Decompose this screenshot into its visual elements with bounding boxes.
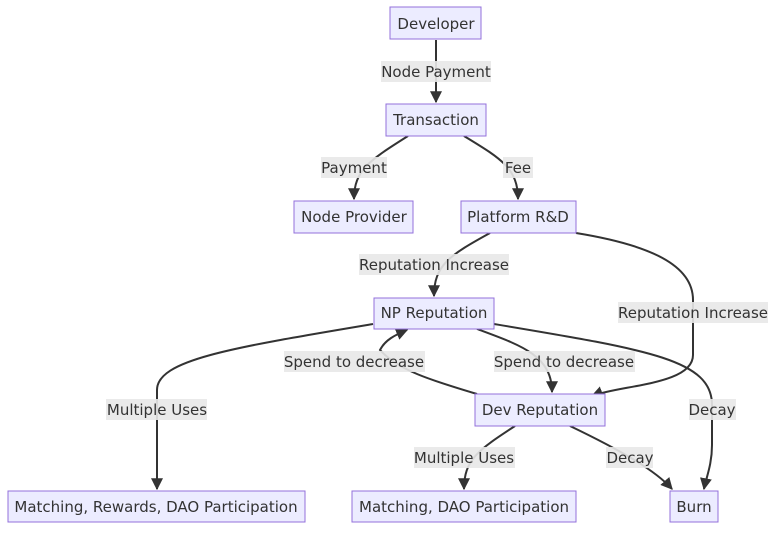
edge-np-reputation-matching-rewards bbox=[151, 323, 374, 491]
node-label: Matching, Rewards, DAO Participation bbox=[14, 498, 297, 516]
edge-label-multiple-uses-np: Multiple Uses bbox=[106, 399, 207, 420]
edge-np-reputation-burn bbox=[493, 323, 713, 491]
node-platform-rd: Platform R&D bbox=[460, 200, 577, 234]
edge-label-fee: Fee bbox=[503, 157, 533, 178]
edge-label-reputation-increase-np: Reputation Increase bbox=[359, 254, 509, 275]
edge-label-spend-to-decrease-right: Spend to decrease bbox=[494, 351, 635, 372]
edge-label-text: Decay bbox=[688, 401, 735, 419]
node-label: Transaction bbox=[392, 111, 479, 129]
edge-label-reputation-increase-dev: Reputation Increase bbox=[618, 302, 768, 323]
node-label: Dev Reputation bbox=[482, 401, 598, 419]
edge-label-text: Spend to decrease bbox=[494, 353, 634, 371]
edge-label-text: Node Payment bbox=[381, 63, 491, 81]
node-label: Burn bbox=[676, 498, 711, 516]
edge-platform-rd-dev-reputation bbox=[575, 232, 694, 398]
node-node-provider: Node Provider bbox=[293, 200, 414, 234]
edge-label-text: Multiple Uses bbox=[414, 449, 514, 467]
node-transaction: Transaction bbox=[385, 103, 487, 137]
node-label: Developer bbox=[397, 15, 475, 33]
node-dev-reputation: Dev Reputation bbox=[474, 393, 606, 427]
edge-label-text: Spend to decrease bbox=[284, 353, 424, 371]
edge-label-text: Reputation Increase bbox=[618, 304, 768, 322]
node-matching-dao: Matching, DAO Participation bbox=[351, 490, 577, 523]
edge-label-text: Decay bbox=[606, 449, 653, 467]
edge-label-payment: Payment bbox=[321, 157, 387, 178]
node-label: Platform R&D bbox=[467, 208, 569, 226]
node-label: NP Reputation bbox=[381, 304, 488, 322]
node-label: Node Provider bbox=[301, 208, 408, 226]
edge-label-text: Reputation Increase bbox=[359, 256, 509, 274]
edge-label-decay-dev: Decay bbox=[606, 447, 654, 468]
edge-label-text: Payment bbox=[321, 159, 387, 177]
node-np-reputation: NP Reputation bbox=[373, 297, 495, 330]
node-burn: Burn bbox=[669, 490, 719, 523]
edge-label-text: Fee bbox=[505, 159, 531, 177]
node-label: Matching, DAO Participation bbox=[359, 498, 569, 516]
node-developer: Developer bbox=[389, 6, 482, 40]
edge-label-spend-to-decrease-left: Spend to decrease bbox=[284, 351, 425, 372]
edge-label-text: Multiple Uses bbox=[107, 401, 207, 419]
edge-label-decay-np: Decay bbox=[688, 399, 736, 420]
edge-label-node-payment: Node Payment bbox=[381, 61, 491, 82]
edge-label-multiple-uses-dev: Multiple Uses bbox=[414, 447, 515, 468]
node-matching-rewards-dao: Matching, Rewards, DAO Participation bbox=[7, 490, 306, 523]
